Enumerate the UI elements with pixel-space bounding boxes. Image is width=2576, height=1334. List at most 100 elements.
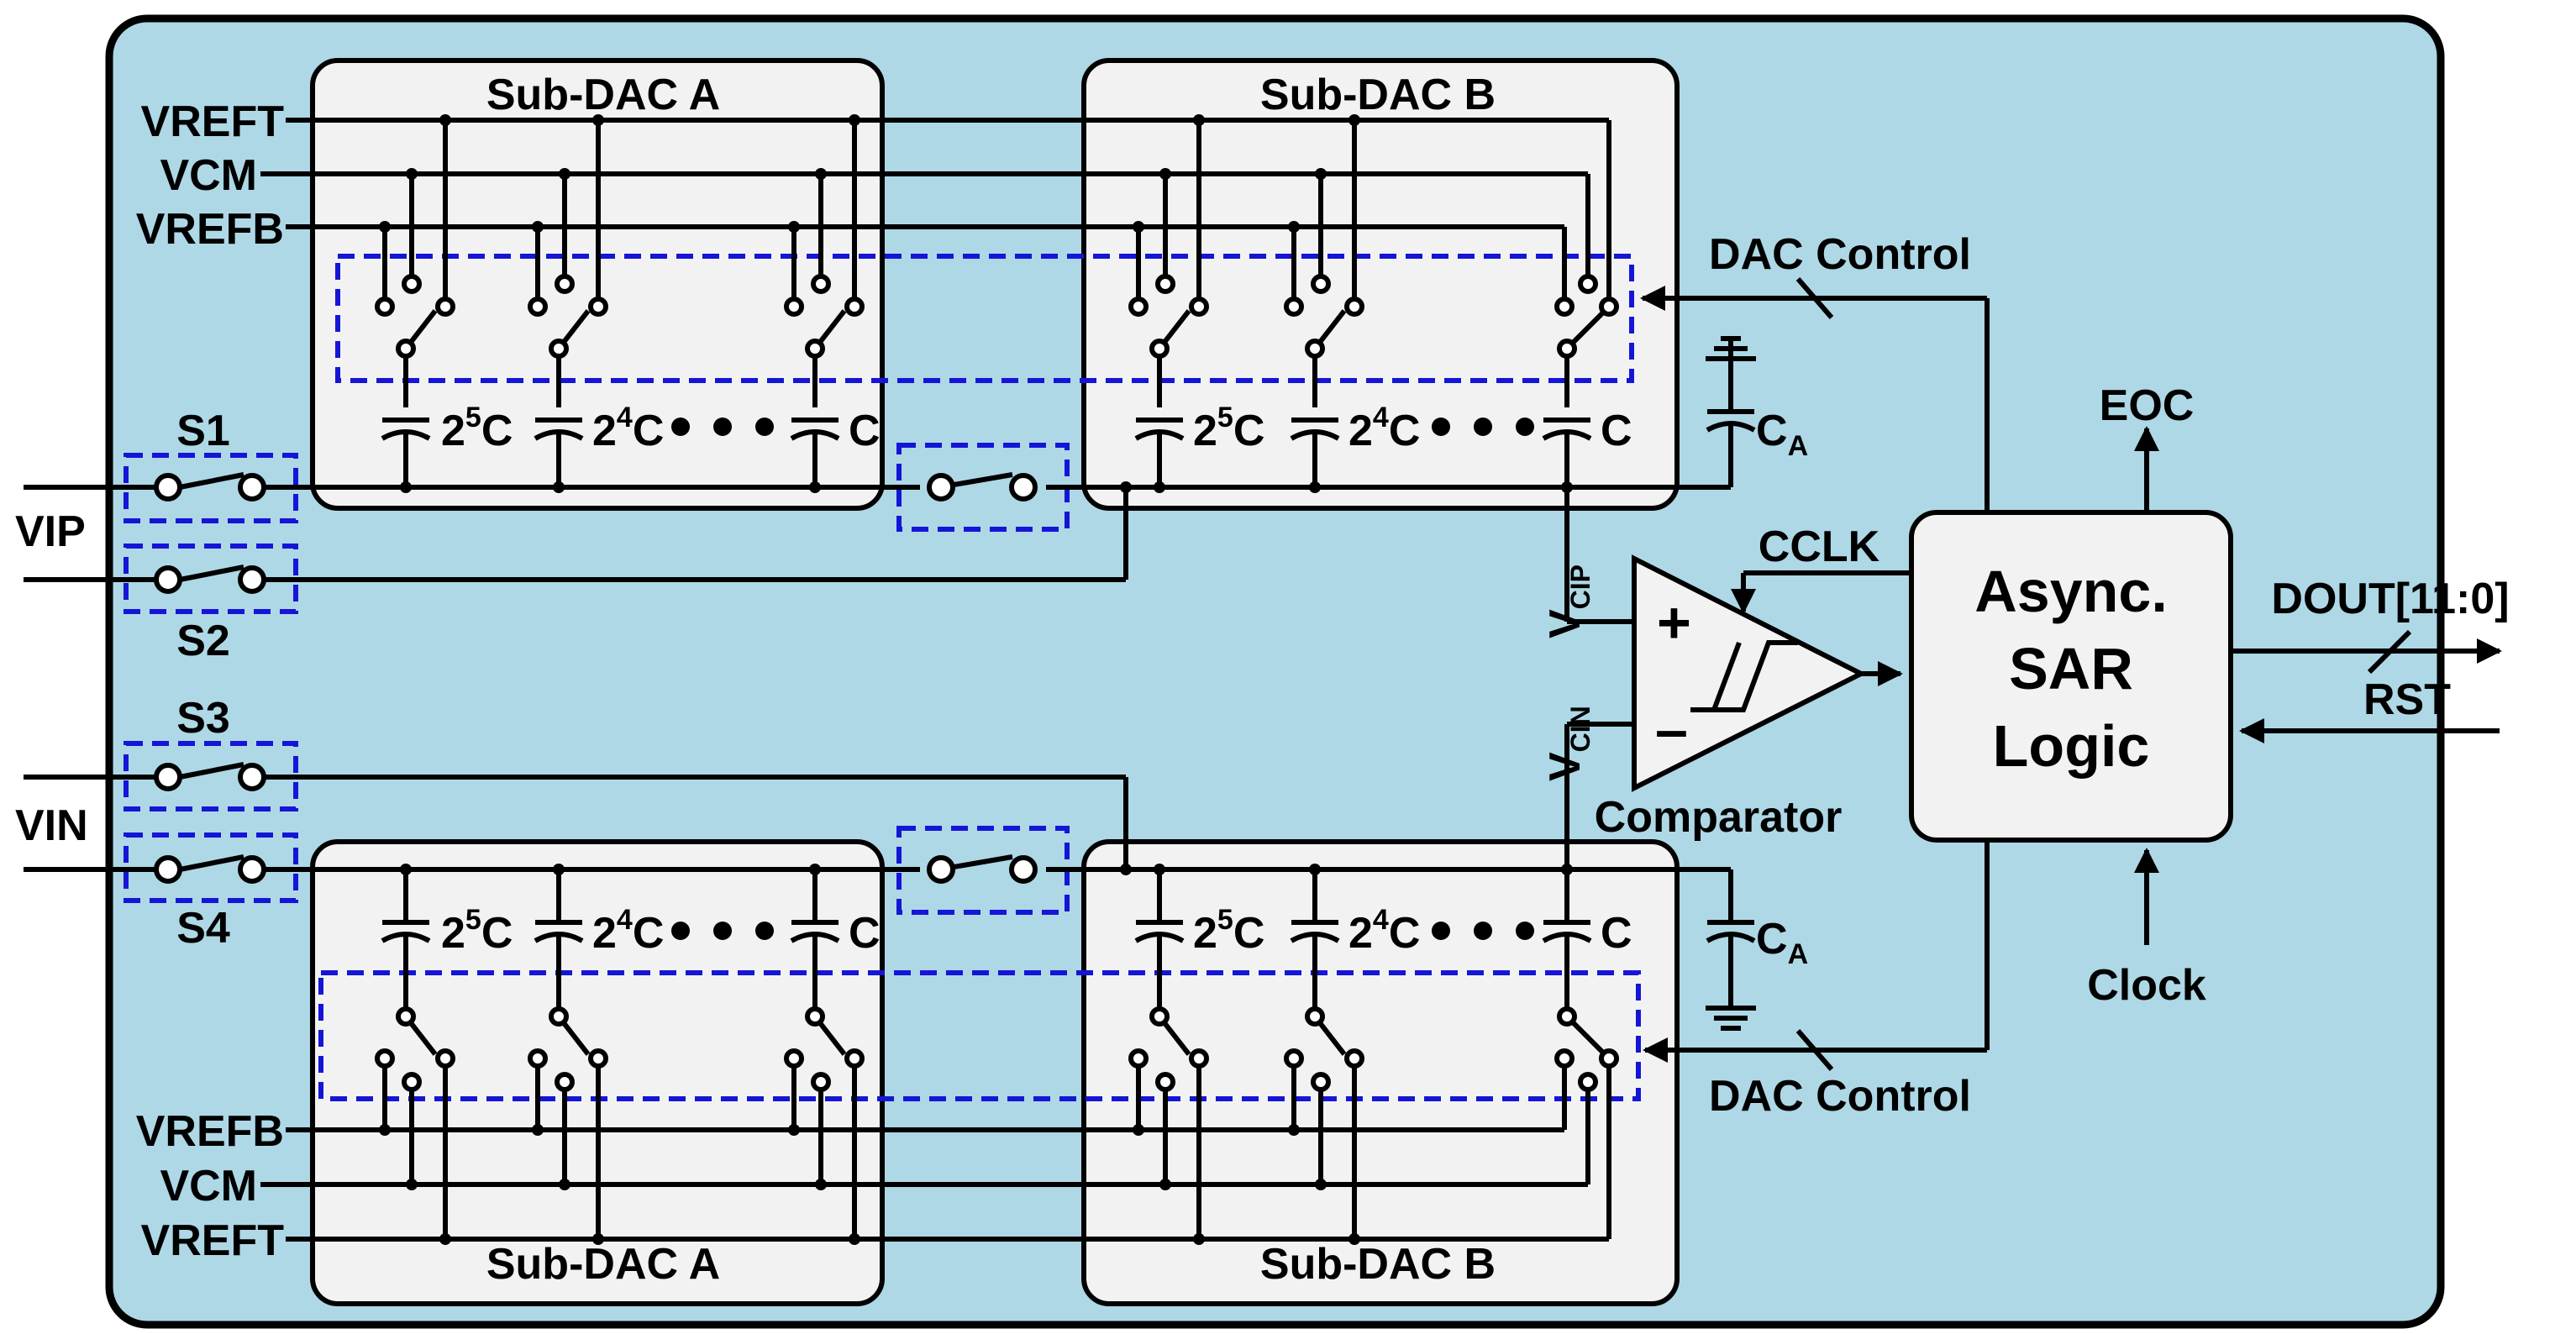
cap-16c-top-b-c: C bbox=[1389, 407, 1421, 455]
vcip-sub: CIP bbox=[1565, 565, 1596, 609]
sar-logic-line-3: Logic bbox=[1993, 713, 2150, 779]
cap-16c-bot-c: C bbox=[633, 909, 665, 958]
cap-32c-bot-c: C bbox=[481, 909, 513, 958]
s2-label: S2 bbox=[176, 617, 230, 665]
vreft-top-label: VREFT bbox=[141, 97, 285, 146]
cap-32c-bot-b-base: 2 bbox=[1193, 909, 1217, 958]
cap-c-bot-b: C bbox=[1601, 909, 1632, 958]
svg-text:24C: 24C bbox=[1348, 402, 1420, 455]
capacitor-ellipsis bbox=[671, 418, 1534, 940]
subdac-b-bottom-label: Sub-DAC B bbox=[1260, 1240, 1496, 1289]
cap-16c-bot-b-c: C bbox=[1389, 909, 1421, 958]
subdac-b-bottom-block bbox=[1081, 839, 1680, 1306]
vreft-bottom-label: VREFT bbox=[141, 1216, 285, 1265]
cap-32c-bot-b-exp: 5 bbox=[1217, 904, 1233, 936]
clock-label: Clock bbox=[2087, 961, 2206, 1010]
vrefb-bottom-label: VREFB bbox=[136, 1107, 284, 1156]
s3-switch-box bbox=[124, 741, 298, 811]
sar-logic-line-1: Async. bbox=[1974, 559, 2168, 624]
hysteresis-icon bbox=[1690, 640, 1798, 712]
top-switch-group bbox=[335, 254, 1634, 383]
subdac-a-top-label: Sub-DAC A bbox=[486, 71, 720, 119]
s3-label: S3 bbox=[176, 694, 230, 743]
vcin-sub: CIN bbox=[1565, 706, 1596, 752]
cap-c-top-b: C bbox=[1601, 407, 1632, 455]
cap-32c-top-b-base: 2 bbox=[1193, 407, 1217, 455]
vcm-bottom-label: VCM bbox=[160, 1162, 257, 1211]
vcm-top-label: VCM bbox=[160, 151, 257, 200]
subdac-b-top-label: Sub-DAC B bbox=[1260, 71, 1496, 119]
svg-text:25C: 25C bbox=[441, 402, 513, 455]
bottom-cap-labels: 25C 24C C 25C 24C C CA bbox=[441, 904, 1808, 970]
dac-control-top-label: DAC Control bbox=[1709, 230, 1971, 279]
vcip-base: V bbox=[1541, 609, 1590, 638]
rst-label: RST bbox=[2363, 675, 2451, 724]
svg-text:CA: CA bbox=[1756, 915, 1808, 970]
s1-switch-box bbox=[124, 453, 298, 523]
comparator: + – bbox=[1632, 554, 1867, 792]
bottom-switch-group bbox=[318, 970, 1641, 1101]
s1-label: S1 bbox=[176, 407, 230, 455]
sar-logic-line-2: SAR bbox=[2009, 636, 2133, 701]
cap-32c-top-base: 2 bbox=[441, 407, 465, 455]
vip-label: VIP bbox=[15, 507, 86, 556]
cap-16c-top-c: C bbox=[633, 407, 665, 455]
ca-top-sub: A bbox=[1788, 430, 1809, 462]
control-wires bbox=[1640, 277, 2502, 1071]
cap-c-bot-a: C bbox=[849, 909, 881, 958]
ca-top-base: C bbox=[1756, 407, 1788, 455]
cap-16c-bot-b-exp: 4 bbox=[1373, 904, 1389, 936]
dac-control-bottom-label: DAC Control bbox=[1709, 1072, 1971, 1121]
s2-switch-box bbox=[124, 544, 298, 614]
cap-32c-top-exp: 5 bbox=[465, 402, 481, 433]
vrefb-top-label: VREFB bbox=[136, 205, 284, 254]
svg-text:25C: 25C bbox=[1193, 904, 1264, 958]
s4-switch-box bbox=[124, 832, 298, 903]
ca-bot-base: C bbox=[1756, 915, 1788, 964]
cap-32c-top-b-exp: 5 bbox=[1217, 402, 1233, 433]
cap-16c-top-b-exp: 4 bbox=[1373, 402, 1389, 433]
vin-label: VIN bbox=[15, 801, 88, 850]
cap-32c-bot-base: 2 bbox=[441, 909, 465, 958]
eoc-label: EOC bbox=[2100, 381, 2195, 430]
cap-32c-top-b-c: C bbox=[1233, 407, 1265, 455]
vcin-label: VCIN bbox=[1541, 706, 1596, 781]
comparator-label: Comparator bbox=[1595, 793, 1843, 842]
svg-text:CA: CA bbox=[1756, 407, 1808, 462]
svg-text:24C: 24C bbox=[1348, 904, 1420, 958]
cap-16c-top-base: 2 bbox=[592, 407, 617, 455]
comparator-minus: – bbox=[1655, 696, 1688, 762]
vcin-base: V bbox=[1541, 752, 1590, 781]
subdac-a-bottom-label: Sub-DAC A bbox=[486, 1240, 720, 1289]
svg-text:25C: 25C bbox=[441, 904, 513, 958]
top-switch-units bbox=[375, 114, 1619, 407]
cap-16c-bot-base: 2 bbox=[592, 909, 617, 958]
cap-32c-bot-exp: 5 bbox=[465, 904, 481, 936]
cap-16c-top-exp: 4 bbox=[617, 402, 633, 433]
svg-text:24C: 24C bbox=[592, 402, 664, 455]
cap-16c-top-b-base: 2 bbox=[1348, 407, 1373, 455]
top-cap-labels: 25C 24C C 25C 24C C CA bbox=[441, 402, 1808, 462]
top-reference-wires bbox=[260, 118, 1611, 307]
vcip-label: VCIP bbox=[1541, 565, 1596, 638]
sar-logic-block bbox=[1909, 510, 2233, 843]
svg-text:24C: 24C bbox=[592, 904, 664, 958]
comparator-plus: + bbox=[1657, 590, 1691, 655]
dout-label: DOUT[11:0] bbox=[2271, 575, 2509, 623]
bottom-switch-units bbox=[375, 1006, 1619, 1245]
cclk-label: CCLK bbox=[1759, 523, 1880, 571]
bottom-bridge-switch bbox=[927, 854, 1038, 884]
top-capacitors bbox=[381, 336, 1756, 487]
bottom-capacitors bbox=[381, 867, 1756, 1031]
bottom-reference-wires bbox=[260, 1127, 1609, 1242]
svg-text:25C: 25C bbox=[1193, 402, 1264, 455]
cap-32c-top-c: C bbox=[481, 407, 513, 455]
ca-bot-sub: A bbox=[1788, 938, 1809, 970]
top-plate-rails bbox=[252, 481, 1731, 624]
cap-c-top-a: C bbox=[849, 407, 881, 455]
cap-32c-bot-b-c: C bbox=[1233, 909, 1265, 958]
top-bridge-switch bbox=[927, 472, 1038, 502]
s4-label: S4 bbox=[176, 904, 230, 953]
cap-16c-bot-b-base: 2 bbox=[1348, 909, 1373, 958]
